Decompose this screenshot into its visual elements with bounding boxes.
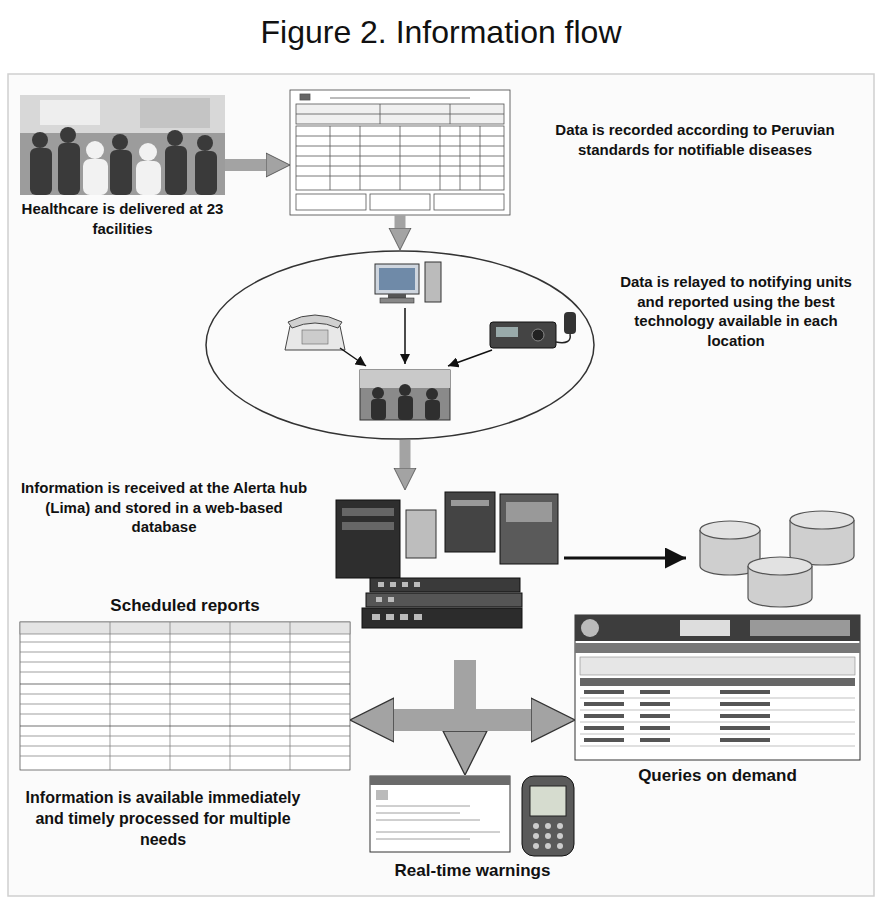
ellipse-border: [206, 251, 594, 439]
flow-arrow: [454, 660, 476, 731]
notification-form: [290, 90, 510, 215]
communication-icons: [285, 262, 576, 420]
frame: [8, 74, 874, 896]
query-screen: [575, 615, 860, 760]
caption-text: Queries on demand: [575, 765, 860, 787]
caption-text: Information is received at the Alerta hu…: [18, 478, 310, 537]
flow-arrow: [395, 215, 406, 228]
queries-node: Queries on demand: [575, 615, 860, 760]
warnings-node: Real-time warnings: [370, 775, 575, 855]
report-table: [20, 622, 350, 770]
reports-node: Scheduled reports: [20, 622, 350, 770]
figure-title: Figure 2. Information flow: [0, 14, 882, 51]
caption-text: Healthcare is delivered at 23 facilities: [20, 199, 225, 238]
flow-arrow: [225, 159, 266, 171]
photo-node: Healthcare is delivered at 23 facilities: [20, 95, 225, 195]
note-text: Information is available immediately and…: [18, 788, 308, 850]
caption-text: Scheduled reports: [80, 595, 290, 617]
ellipse-outline: [205, 250, 595, 440]
database-cylinders: [700, 511, 854, 607]
caption-text: Real-time warnings: [360, 860, 585, 882]
warning-screens: [370, 776, 574, 856]
relay-ellipse: Data is relayed to notifying units and r…: [205, 250, 595, 440]
hub-node: Information is received at the Alerta hu…: [330, 490, 560, 630]
storage-arrow: [564, 557, 686, 560]
server-hardware: [336, 492, 558, 628]
caption-text: Data is relayed to notifying units and r…: [605, 272, 867, 350]
crowd-photo: [20, 95, 225, 195]
form-node: Data is recorded according to Peruvian s…: [290, 90, 510, 215]
caption-text: Data is recorded according to Peruvian s…: [535, 120, 855, 159]
flow-arrow: [400, 440, 411, 468]
